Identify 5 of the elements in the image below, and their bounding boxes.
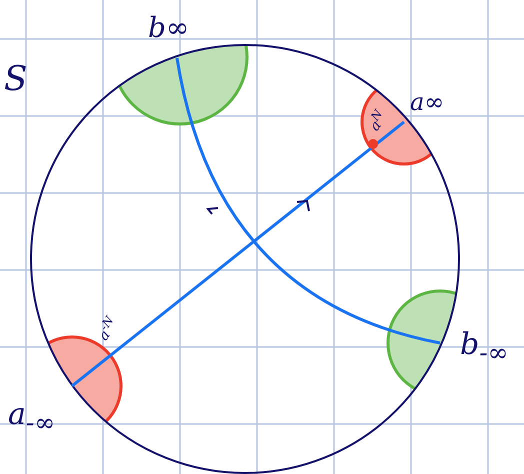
math-label: a$_{-∞}$ [8,400,56,435]
math-label: b∞ [148,14,190,42]
math-label: S [4,62,28,96]
math-label: b$_{-∞}$ [460,330,508,365]
math-label: a∞ [410,90,444,114]
